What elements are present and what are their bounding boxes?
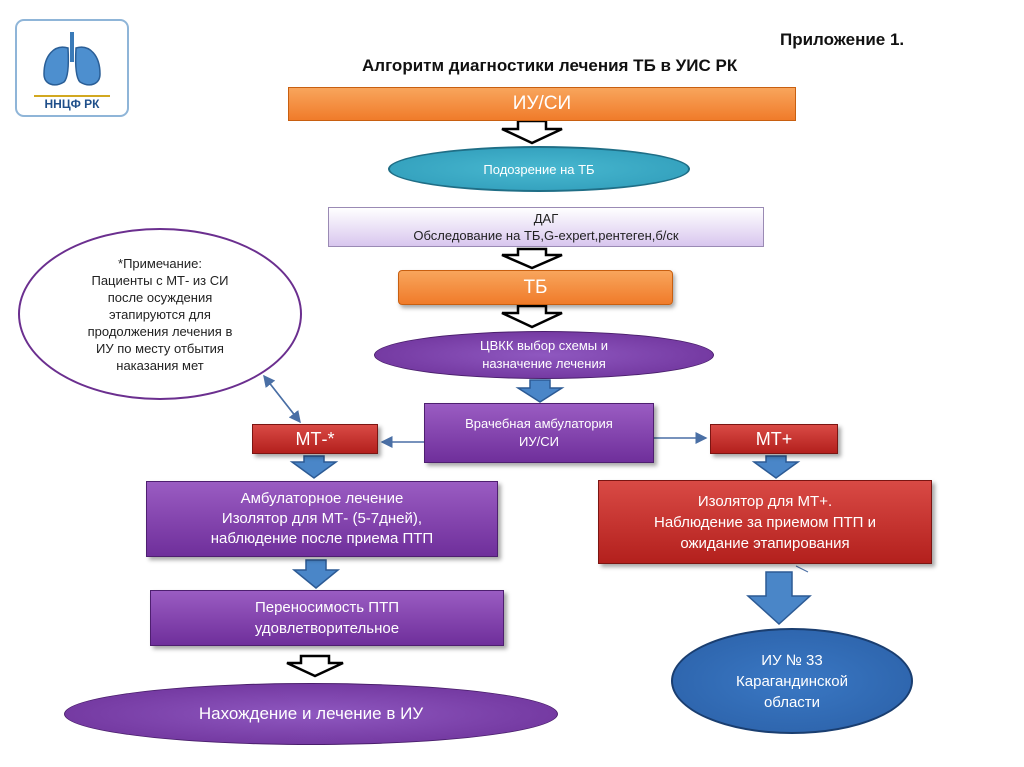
block-arrow-2 [501,247,563,270]
appendix-label: Приложение 1. [780,30,905,49]
logo-text: ННЦФ РК [44,97,100,111]
blue-arrow-cvkk-amb [515,379,565,403]
node-isolator-mt-plus: Изолятор для МТ+. Наблюдение за приемом … [598,480,932,564]
note-ellipse: *Примечание: Пациенты с МТ- из СИ после … [18,228,302,400]
lungs-logo-icon: ННЦФ РК [14,18,130,118]
node-tb-suspicion: Подозрение на ТБ [388,146,690,192]
node-ptp-tolerance: Переносимость ПТП удовлетворительное [150,590,504,646]
node-iu-33: ИУ № 33 Карагандинской области [671,628,913,734]
blue-arrow-mtp [751,455,801,479]
node-tb: ТБ [398,270,673,305]
page-title: Алгоритм диагностики лечения ТБ в УИС РК [362,56,738,75]
blue-arrow-isolator [746,571,812,626]
node-ambulatory: Врачебная амбулатория ИУ/СИ [424,403,654,463]
block-arrow-3 [501,304,563,329]
node-iusi: ИУ/СИ [288,87,796,121]
block-arrow-1 [501,119,563,145]
node-final-treatment: Нахождение и лечение в ИУ [64,683,558,745]
node-mt-plus: МТ+ [710,424,838,454]
node-dag-examination: ДАГ Обследование на ТБ,G-expert,рентеген… [328,207,764,247]
node-cvkk: ЦВКК выбор схемы и назначение лечения [374,331,714,379]
blue-arrow-mtm [289,455,339,479]
block-arrow-4 [286,654,344,678]
blue-arrow-outpatient [291,559,341,589]
node-mt-minus: МТ-* [252,424,378,454]
node-outpatient-treatment: Амбулаторное лечение Изолятор для МТ- (5… [146,481,498,557]
